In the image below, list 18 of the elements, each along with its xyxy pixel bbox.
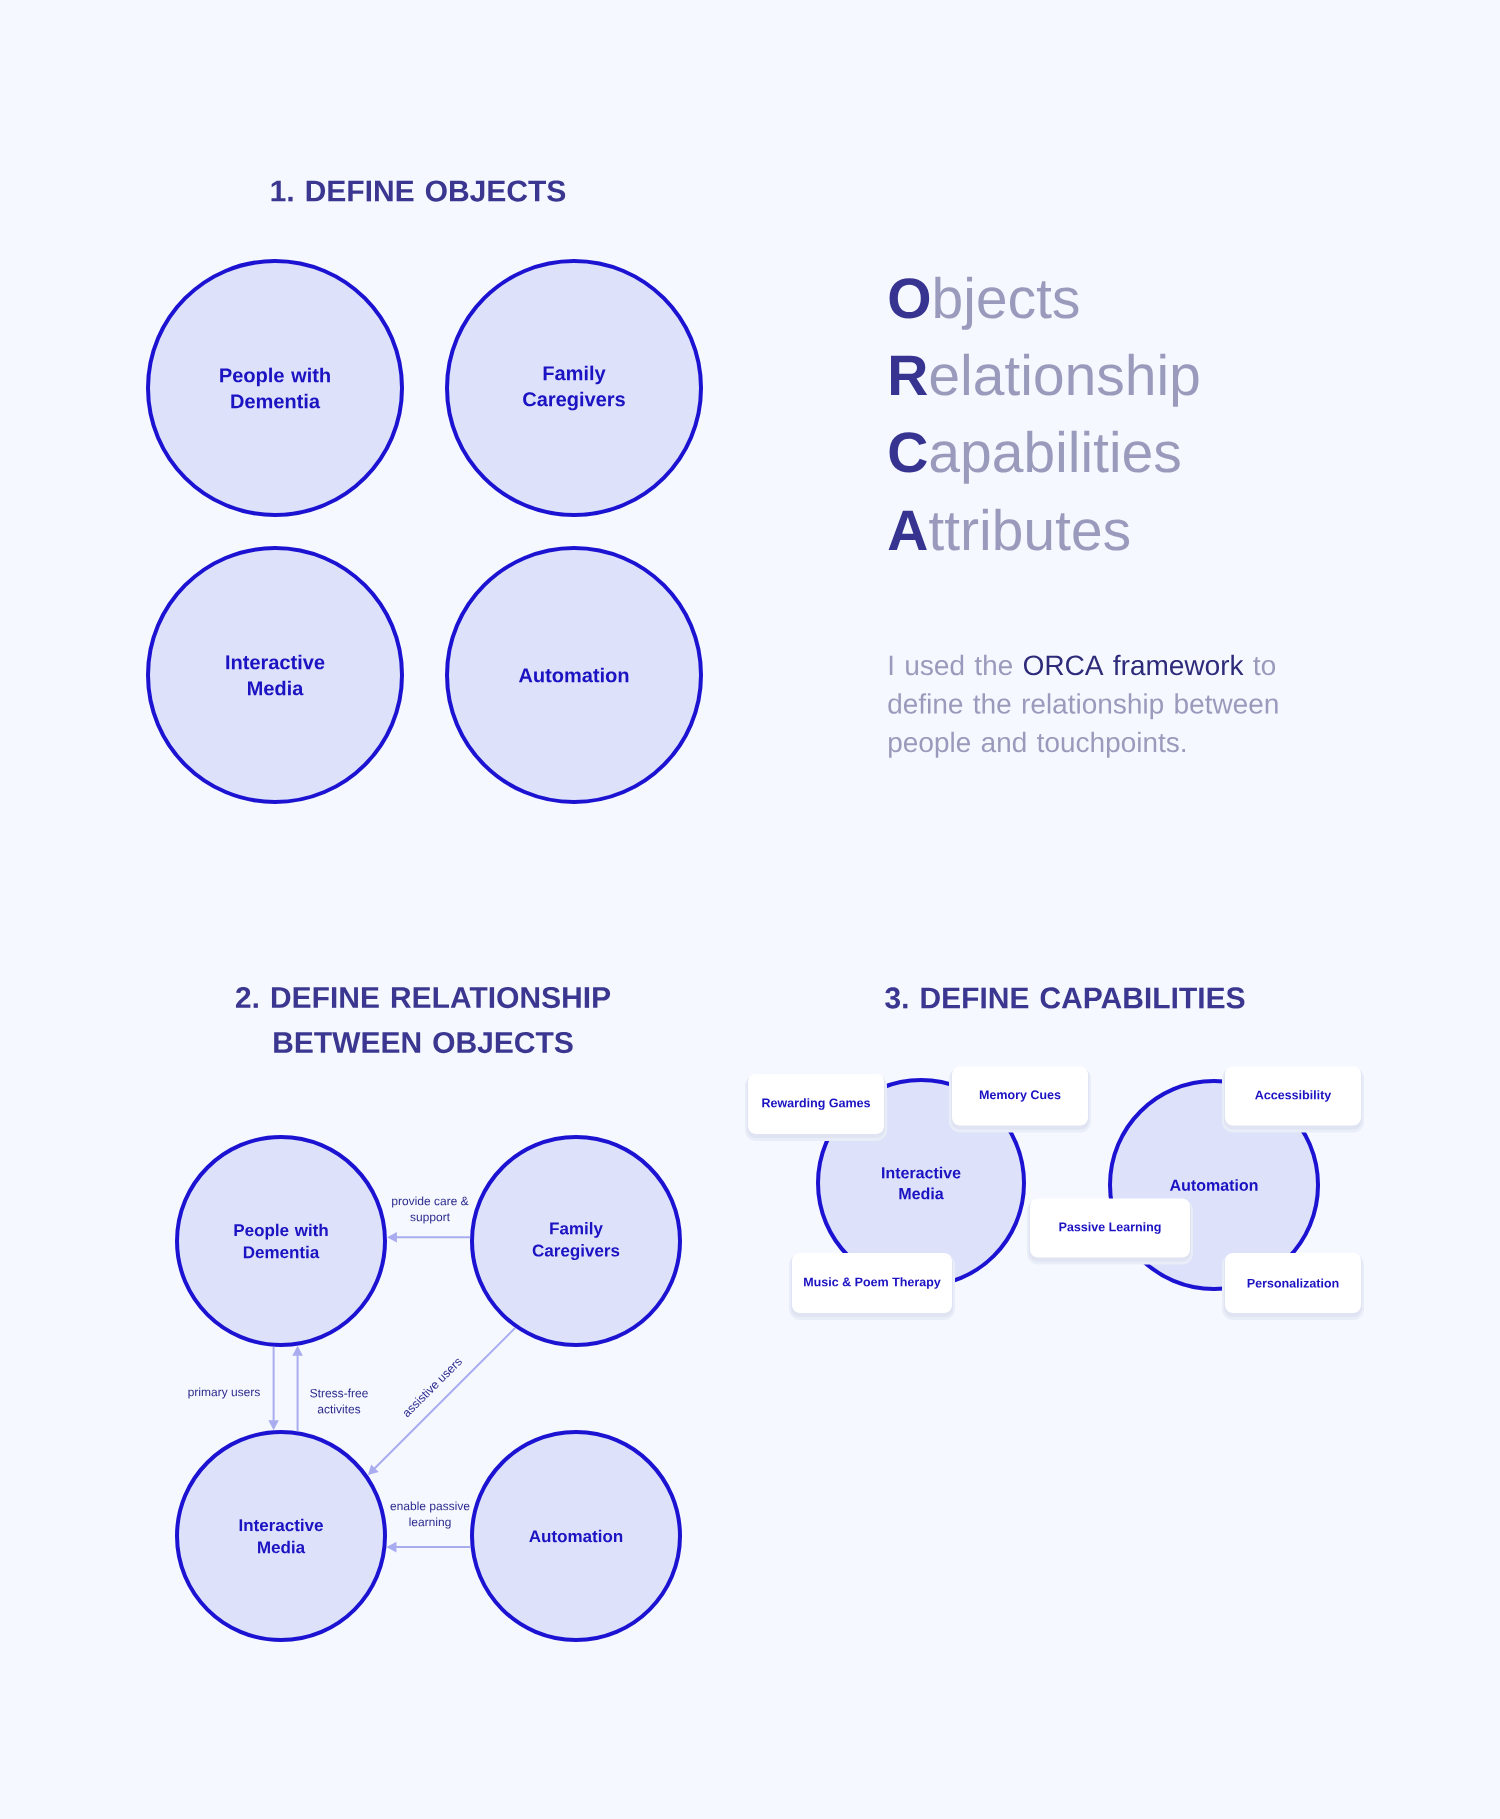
edge-label: Stress-free activites (310, 1388, 368, 1414)
capability-card: Memory Cues (949, 1066, 1091, 1133)
section-heading: 3. DEFINE CAPABILITIES (885, 987, 1245, 1009)
section-heading: 2. DEFINE RELATIONSHIP BETWEEN OBJECTS (235, 986, 611, 1054)
acronym-word: Capabilities (889, 430, 1180, 484)
capability-card: Accessibility (1222, 1066, 1364, 1133)
acronym-word: Objects (889, 276, 1079, 330)
capability-card: Music & Poem Therapy (789, 1253, 955, 1320)
capability-card: Personalization (1222, 1253, 1364, 1320)
edge-label: enable passive learning (390, 1501, 470, 1529)
edge-label: primary users (188, 1387, 260, 1399)
edge-label: provide care & support (392, 1196, 469, 1224)
description-text: I used the ORCA framework to define the relationship between people and touchpoints. (888, 654, 1278, 758)
section-heading: 1. DEFINE OBJECTS (271, 180, 566, 202)
capability-card: Rewarding Games (745, 1074, 887, 1141)
acronym-word: Attributes (888, 508, 1130, 551)
capability-card: Passive Learning (1027, 1198, 1193, 1265)
acronym-word: Relationship (891, 353, 1199, 407)
